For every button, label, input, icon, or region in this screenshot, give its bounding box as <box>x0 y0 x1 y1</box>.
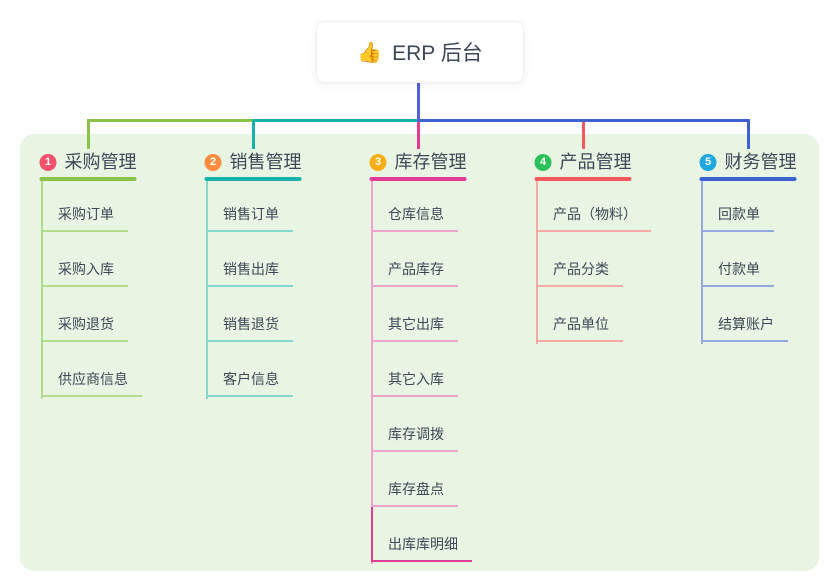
branch-2-number-badge: 2 <box>204 153 222 171</box>
branch-4-node[interactable]: 4 产品管理 <box>522 149 645 181</box>
connector-branch-5-drop <box>746 119 750 149</box>
branch-1-child-1-label: 采购订单 <box>41 204 128 232</box>
connector-branch-5-spine <box>701 180 703 344</box>
branch-1-number-badge: 1 <box>39 153 57 171</box>
connector-branch-4-drop <box>581 119 585 149</box>
branch-2-child-1-label: 销售订单 <box>206 204 293 232</box>
branch-3-child-1[interactable]: 仓库信息 <box>371 204 458 232</box>
branch-3-child-7-label: 出库库明细 <box>371 534 472 562</box>
branch-1-child-4-label: 供应商信息 <box>41 369 142 397</box>
branch-4-number-badge: 4 <box>534 153 552 171</box>
branch-1-child-3[interactable]: 采购退货 <box>41 314 128 342</box>
connector-branch-3-spine-last-segment <box>371 505 373 562</box>
branch-4-head: 4 产品管理 <box>534 149 632 177</box>
branch-3-child-5-label: 库存调拨 <box>371 424 458 452</box>
branch-4-child-1[interactable]: 产品（物料） <box>536 204 651 232</box>
branch-4-child-3[interactable]: 产品单位 <box>536 314 623 342</box>
branch-1-child-4[interactable]: 供应商信息 <box>41 369 142 397</box>
branch-3-child-4-label: 其它入库 <box>371 369 458 397</box>
branch-5-child-1-label: 回款单 <box>701 204 774 232</box>
thumbs-up-icon: 👍 <box>357 41 383 64</box>
branch-4-label: 产品管理 <box>559 152 632 172</box>
branch-2-node[interactable]: 2 销售管理 <box>192 149 315 181</box>
branch-2-child-2[interactable]: 销售出库 <box>206 259 293 287</box>
branch-4-child-2[interactable]: 产品分类 <box>536 259 623 287</box>
connector-branch-4-spine <box>536 180 538 344</box>
branch-5-child-2-label: 付款单 <box>701 259 774 287</box>
branch-3-underline <box>369 177 467 181</box>
branch-5-child-1[interactable]: 回款单 <box>701 204 774 232</box>
branch-2-child-3-label: 销售退货 <box>206 314 293 342</box>
branch-2-child-1[interactable]: 销售订单 <box>206 204 293 232</box>
branch-2-head: 2 销售管理 <box>204 149 302 177</box>
branch-2-child-4[interactable]: 客户信息 <box>206 369 293 397</box>
connector-branch-3-spine <box>371 180 373 564</box>
branch-3-node[interactable]: 3 库存管理 <box>357 149 480 181</box>
branch-5-child-3[interactable]: 结算账户 <box>701 314 788 342</box>
branch-5-child-2[interactable]: 付款单 <box>701 259 774 287</box>
branch-2-label: 销售管理 <box>229 152 302 172</box>
branch-2-underline <box>204 177 302 181</box>
branch-5-label: 财务管理 <box>724 152 797 172</box>
branch-3-head: 3 库存管理 <box>369 149 467 177</box>
connector-branch-5-elbow <box>417 119 750 122</box>
branch-1-head: 1 采购管理 <box>39 149 137 177</box>
branch-4-child-1-label: 产品（物料） <box>536 204 651 232</box>
branch-1-label: 采购管理 <box>64 152 137 172</box>
branch-1-child-3-label: 采购退货 <box>41 314 128 342</box>
connector-branch-3-drop <box>416 119 420 149</box>
connector-branch-1-drop <box>86 119 90 149</box>
connector-branch-2-drop <box>251 119 255 149</box>
branch-3-child-5[interactable]: 库存调拨 <box>371 424 458 452</box>
branch-3-child-6[interactable]: 库存盘点 <box>371 479 458 507</box>
connector-branch-1-spine <box>41 180 43 399</box>
branch-2-child-4-label: 客户信息 <box>206 369 293 397</box>
branch-2-child-3[interactable]: 销售退货 <box>206 314 293 342</box>
branch-3-child-1-label: 仓库信息 <box>371 204 458 232</box>
branch-3-label: 库存管理 <box>394 152 467 172</box>
mindmap-panel-background <box>20 134 819 571</box>
branch-1-child-1[interactable]: 采购订单 <box>41 204 128 232</box>
branch-3-child-2[interactable]: 产品库存 <box>371 259 458 287</box>
branch-1-node[interactable]: 1 采购管理 <box>27 149 150 181</box>
root-node[interactable]: 👍 ERP 后台 <box>316 21 524 83</box>
branch-3-child-3[interactable]: 其它出库 <box>371 314 458 342</box>
branch-1-child-2-label: 采购入库 <box>41 259 128 287</box>
branch-4-underline <box>534 177 632 181</box>
branch-5-child-3-label: 结算账户 <box>701 314 788 342</box>
root-node-label: ERP 后台 <box>392 42 483 65</box>
connector-branch-2-spine <box>206 180 208 399</box>
branch-1-child-2[interactable]: 采购入库 <box>41 259 128 287</box>
branch-5-head: 5 财务管理 <box>699 149 797 177</box>
branch-5-number-badge: 5 <box>699 153 717 171</box>
branch-3-child-4[interactable]: 其它入库 <box>371 369 458 397</box>
branch-3-child-3-label: 其它出库 <box>371 314 458 342</box>
branch-5-underline <box>699 177 797 181</box>
branch-4-child-2-label: 产品分类 <box>536 259 623 287</box>
branch-5-node[interactable]: 5 财务管理 <box>687 149 810 181</box>
branch-3-child-7[interactable]: 出库库明细 <box>371 534 472 562</box>
connector-branch-2-elbow <box>251 119 421 122</box>
branch-3-child-2-label: 产品库存 <box>371 259 458 287</box>
branch-3-number-badge: 3 <box>369 153 387 171</box>
branch-2-child-2-label: 销售出库 <box>206 259 293 287</box>
branch-1-underline <box>39 177 137 181</box>
branch-4-child-3-label: 产品单位 <box>536 314 623 342</box>
connector-root-drop <box>417 81 420 122</box>
branch-3-child-6-label: 库存盘点 <box>371 479 458 507</box>
